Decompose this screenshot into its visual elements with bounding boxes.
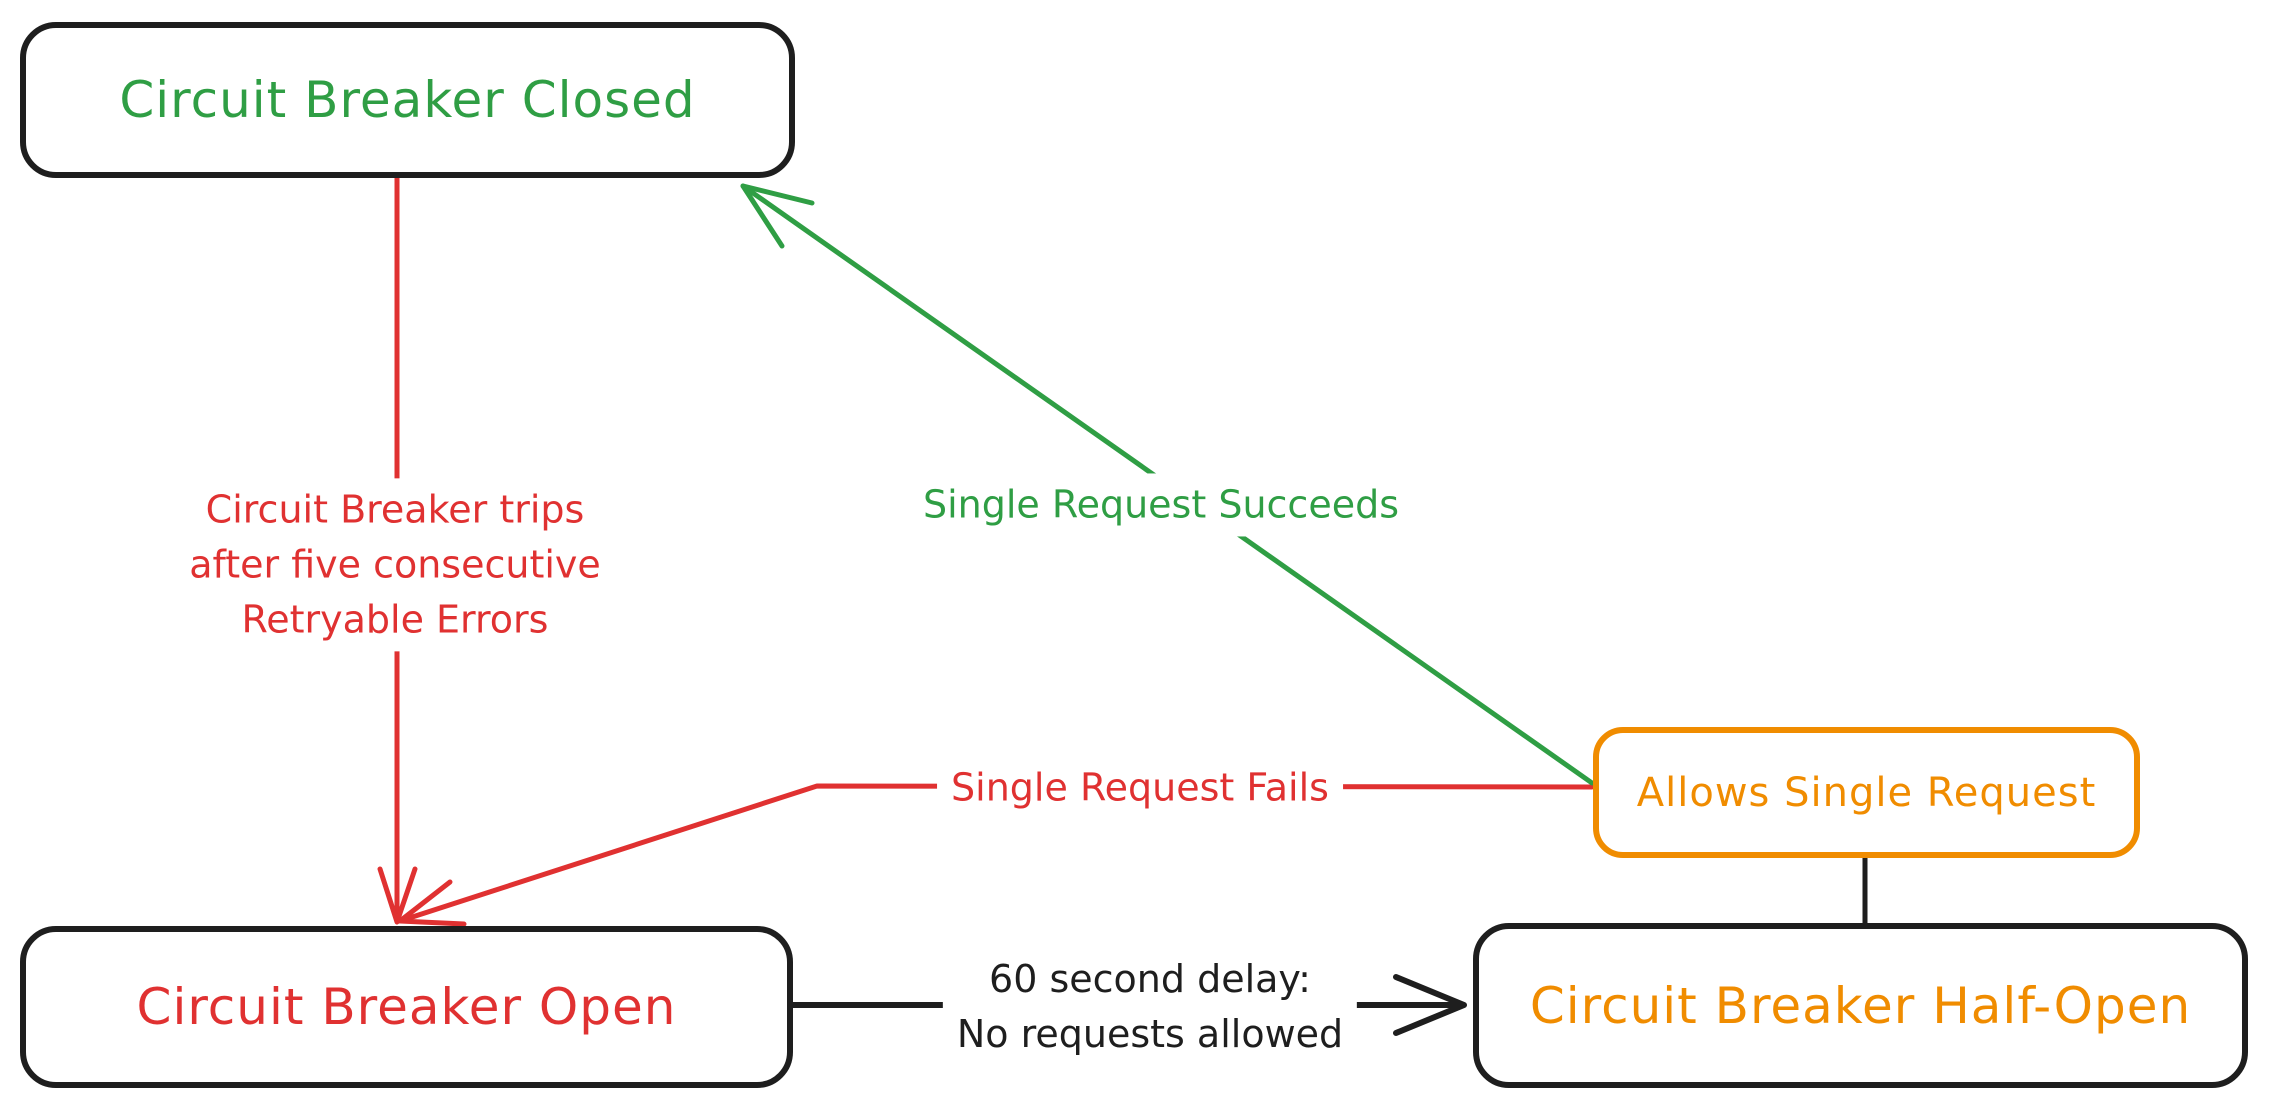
edge-trips-arrowhead [377, 866, 418, 925]
node-circuit-breaker-half-open: Circuit Breaker Half-Open [1473, 923, 2248, 1088]
edge-succeeds-label: Single Request Succeeds [908, 473, 1414, 537]
edge-trips-label-line-1: Circuit Breaker trips [205, 487, 585, 532]
node-allows-single-request: Allows Single Request [1593, 727, 2140, 858]
edge-delay-label: 60 second delay: No requests allowed [942, 947, 1358, 1067]
edge-trips-label-line-2: after five consecutive [189, 542, 601, 587]
node-circuit-breaker-closed: Circuit Breaker Closed [20, 22, 795, 178]
edge-delay-label-line-1: 60 second delay: [989, 956, 1311, 1001]
edge-trips-label: Circuit Breaker trips after five consecu… [175, 478, 615, 652]
node-circuit-breaker-open: Circuit Breaker Open [20, 926, 793, 1088]
edge-delay-arrowhead [1393, 974, 1467, 1036]
edge-fails-label: Single Request Fails [937, 756, 1343, 820]
node-open-label: Circuit Breaker Open [136, 978, 677, 1036]
node-half-open-label: Circuit Breaker Half-Open [1529, 976, 2192, 1035]
edge-delay-label-line-2: No requests allowed [956, 1012, 1344, 1056]
edge-fails-arrowhead [397, 879, 467, 927]
node-allows-label: Allows Single Request [1636, 769, 2097, 816]
edge-succeeds-arrowhead [740, 183, 815, 249]
node-closed-label: Circuit Breaker Closed [119, 71, 696, 129]
edge-trips-label-line-3: Retryable Errors [241, 597, 549, 642]
